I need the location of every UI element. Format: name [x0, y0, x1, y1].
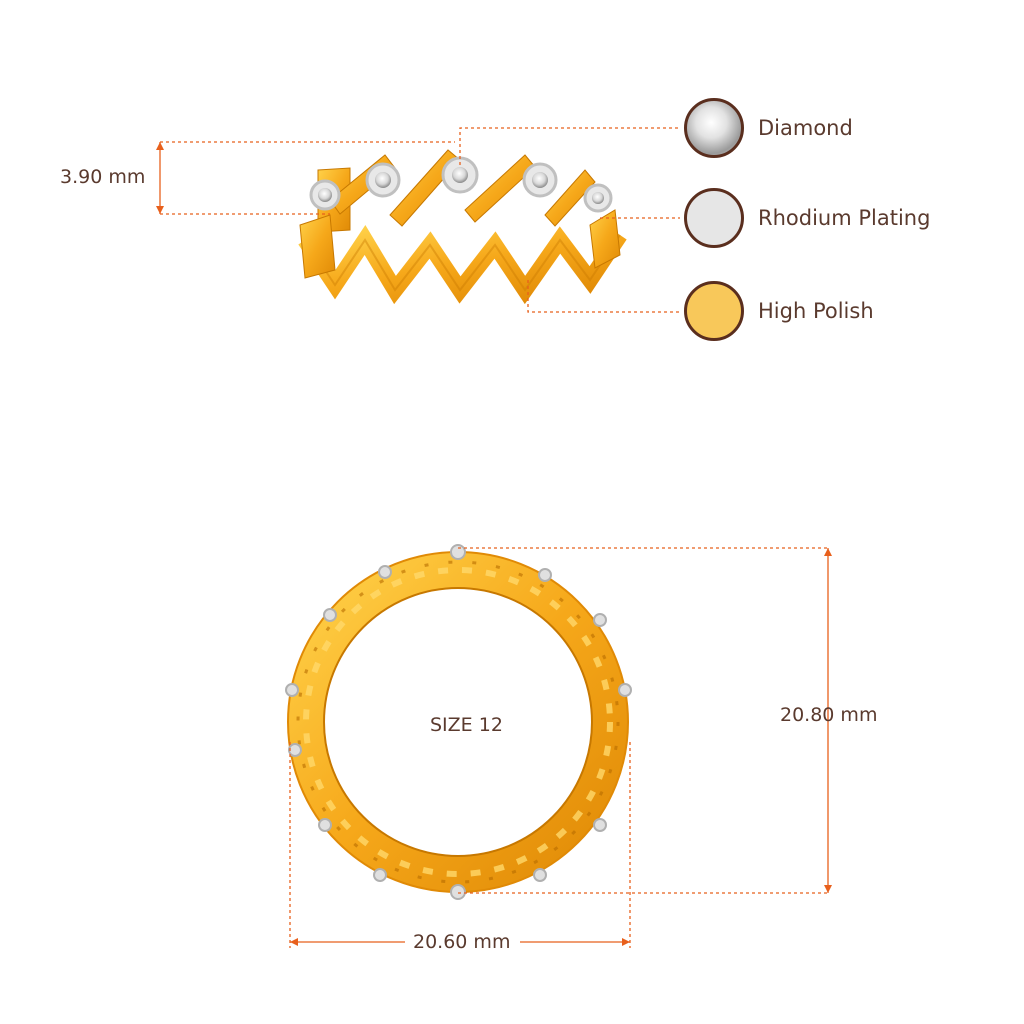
ring-diamond-settings: [309, 156, 613, 213]
diamond-icon: [684, 98, 744, 158]
ring-top-diamonds: [285, 544, 632, 900]
ring-side-view: [298, 149, 627, 305]
legend-label-rhodium: Rhodium Plating: [758, 206, 931, 230]
ring-lower-zigzag: [298, 225, 627, 305]
height-label: 3.90 mm: [60, 166, 146, 188]
rhodium-swatch-icon: [684, 188, 744, 248]
outer-width-label: 20.60 mm: [413, 931, 511, 953]
ring-size-label: SIZE 12: [430, 714, 503, 736]
outer-height-dimension: [458, 547, 832, 894]
outer-height-label: 20.80 mm: [780, 704, 878, 726]
legend-leaders: [459, 127, 680, 313]
legend-label-high-polish: High Polish: [758, 299, 874, 323]
ring-top-view: [285, 544, 632, 900]
high-polish-swatch-icon: [684, 281, 744, 341]
height-dimension: [156, 141, 455, 215]
outer-width-dimension: [289, 742, 631, 948]
legend-label-diamond: Diamond: [758, 116, 853, 140]
